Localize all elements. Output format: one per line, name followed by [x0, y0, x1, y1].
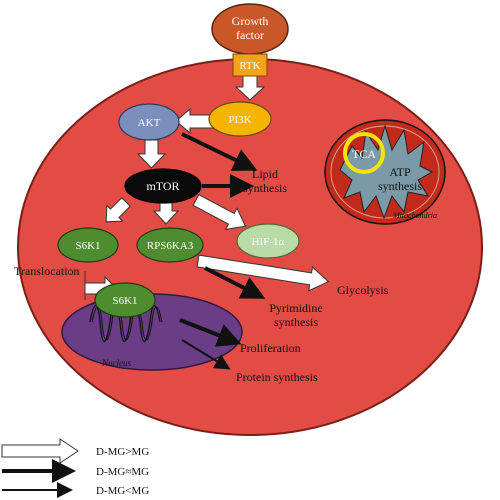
protein-synthesis-label: Protein synthesis	[236, 370, 318, 384]
pi3k-node	[208, 101, 272, 137]
atp-line2: synthesis	[378, 179, 422, 193]
akt-label: AKT	[138, 117, 161, 129]
arrow-mtor-s6k1	[105, 197, 131, 223]
legend-label-hollow: D-MG>MG	[96, 446, 149, 458]
arrow-rps6ka3-pyrimidine	[204, 266, 266, 299]
rtk-node	[232, 53, 268, 77]
arrow-pi3k-akt	[175, 107, 217, 135]
arrow-nucleus-proliferation	[179, 318, 242, 347]
rps6ka3-node	[136, 227, 204, 263]
atp-line1: ATP	[389, 165, 411, 179]
arrow-akt-lipid	[181, 132, 258, 171]
s6k1-cytoplasm-label: S6K1	[75, 240, 100, 252]
arrow-akt-mtor	[136, 139, 167, 169]
translocation-label: Translocation	[14, 264, 80, 278]
mtor-label: mTOR	[146, 179, 179, 193]
mitochondria-label: Mitochondria	[392, 211, 437, 220]
rtk-label: RTK	[239, 60, 260, 72]
legend-label-thick: D-MG≈MG	[96, 466, 149, 478]
arrow-mtor-hif	[192, 194, 247, 231]
lipid-synthesis-line1: Lipid	[252, 167, 278, 181]
tca-cycle	[343, 132, 385, 174]
chromatin	[89, 304, 161, 343]
akt-node	[118, 103, 180, 141]
pyrimidine-line1: Pyrimidine	[269, 301, 322, 315]
glycolysis-label: Glycolysis	[337, 283, 389, 297]
lipid-synthesis-line2: synthesis	[243, 181, 287, 195]
legend-label-thin: D-MG<MG	[96, 485, 149, 497]
arrow-nucleus-protein	[181, 339, 231, 370]
nucleus-label: Nucleus	[101, 358, 131, 368]
mitochondria-inner	[339, 124, 434, 220]
rps6ka3-label: RPS6KA3	[147, 240, 194, 252]
arrow-rps6ka3-glycolysis	[196, 254, 330, 292]
hif1a-label: HIF-1α	[252, 236, 285, 248]
arrow-rtk-pi3k	[234, 75, 266, 101]
tca-label: TCA	[352, 147, 376, 161]
hif1a-node	[236, 223, 300, 259]
s6k1-cytoplasm-node	[57, 227, 119, 263]
s6k1-nucleus-label: S6K1	[112, 295, 137, 307]
legend: D-MG>MG D-MG≈MG D-MG<MG	[1, 438, 149, 498]
pi3k-label: PI3K	[228, 114, 251, 126]
pyrimidine-line2: synthesis	[274, 315, 318, 329]
proliferation-label: Proliferation	[240, 341, 301, 355]
mtor-node	[124, 168, 202, 204]
growth-factor-line2: factor	[236, 28, 264, 42]
legend-hollow-arrow	[1, 438, 79, 464]
growth-factor-line1: Growth	[232, 14, 269, 28]
s6k1-nucleus-node	[94, 282, 156, 318]
